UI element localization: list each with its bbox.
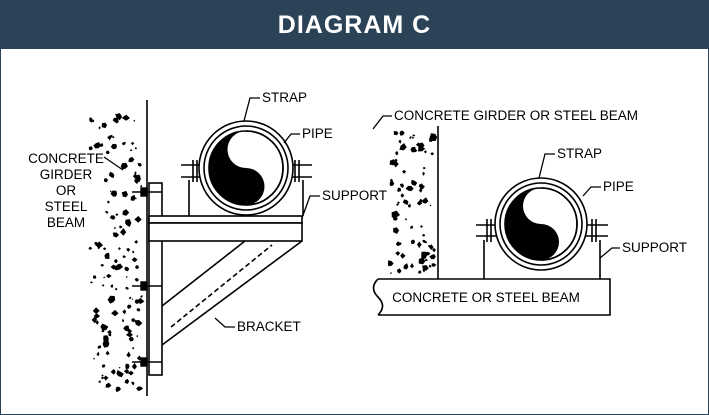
- right-support-label: SUPPORT: [622, 240, 687, 255]
- left-pipe-label: PIPE: [302, 126, 333, 141]
- right-pipe: [494, 177, 588, 271]
- left-bracket: [161, 240, 303, 346]
- svg-text:BEAM: BEAM: [47, 215, 85, 230]
- svg-text:STEEL: STEEL: [45, 199, 88, 214]
- right-pipe-label: PIPE: [603, 179, 634, 194]
- right-base-beam: [372, 278, 611, 316]
- svg-text:GIRDER: GIRDER: [40, 167, 93, 182]
- left-leaders: [214, 97, 320, 328]
- svg-text:OR: OR: [56, 183, 77, 198]
- diagram-title: DIAGRAM C: [1, 1, 708, 49]
- left-strap-label: STRAP: [262, 90, 307, 105]
- left-support-label: SUPPORT: [322, 188, 387, 203]
- left-wall-plate: [148, 182, 163, 376]
- right-base-label: CONCRETE OR STEEL BEAM: [392, 290, 580, 305]
- left-bolts: [132, 187, 162, 367]
- left-bracket-label: BRACKET: [237, 319, 301, 334]
- left-wall-label: CONCRETE GIRDER OR STEEL BEAM: [28, 151, 124, 231]
- right-concrete-column: [387, 126, 439, 279]
- right-leaders: [372, 115, 620, 259]
- left-figure: [88, 97, 320, 396]
- svg-text:CONCRETE: CONCRETE: [28, 151, 104, 166]
- right-strap-label: STRAP: [557, 146, 602, 161]
- left-concrete-wall: [88, 100, 148, 396]
- left-support-beam: [148, 215, 303, 242]
- right-figure: [372, 115, 620, 316]
- left-pipe: [198, 120, 294, 216]
- right-wall-label: CONCRETE GIRDER OR STEEL BEAM: [394, 108, 638, 123]
